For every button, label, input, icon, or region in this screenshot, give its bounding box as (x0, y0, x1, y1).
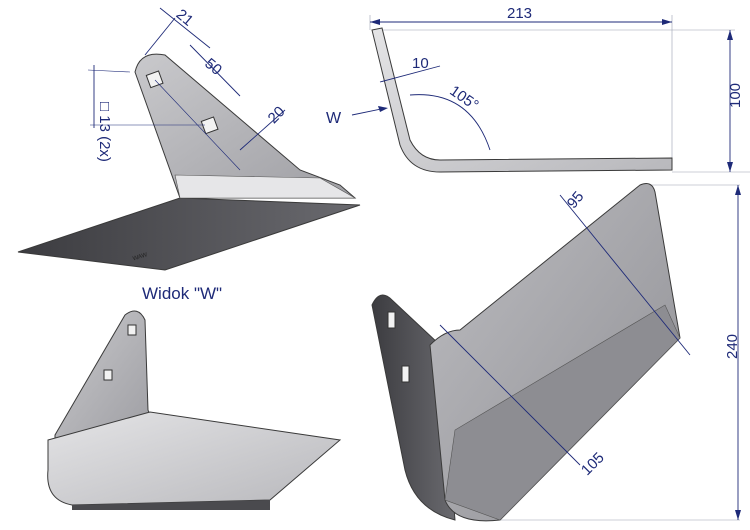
upright-plate (134, 53, 357, 199)
view-w-bottom-edge (72, 500, 270, 510)
dim-50: 50 (201, 55, 225, 79)
dim-95: 95 (564, 188, 588, 212)
dim-213: 213 (507, 5, 532, 22)
hole-upper (145, 70, 164, 89)
view-w-hole-lower (103, 369, 113, 381)
dim-240: 240 (724, 334, 741, 359)
slot-lower (401, 365, 410, 383)
side-profile (371, 27, 673, 173)
view-w-hole-upper (127, 324, 137, 336)
iso-view-top-left: WAW 21 50 20 □ 13 (2x) (17, 6, 361, 271)
bend-highlight (174, 174, 357, 199)
hole-lower (200, 116, 219, 135)
iso-view-bottom-right: 95 105 240 (371, 183, 741, 522)
dim-10: 10 (412, 55, 429, 72)
view-marker-w: W (326, 110, 342, 127)
view-w-label: Widok "W" (142, 284, 223, 303)
stamped-logo: WAW (132, 252, 148, 262)
side-view-top-right: 213 100 10 105° W (326, 5, 750, 173)
cutting-edge (444, 304, 681, 521)
dim-20: 20 (265, 103, 289, 127)
slot-upper (387, 311, 396, 329)
hole-size-label: □ 13 (2x) (96, 102, 113, 162)
dim-105: 105 (578, 449, 608, 479)
bottom-blade (17, 197, 361, 271)
view-w-base (47, 411, 342, 506)
view-w-bottom-left (47, 310, 342, 510)
dim-100: 100 (727, 83, 744, 108)
dim-21: 21 (173, 6, 197, 30)
